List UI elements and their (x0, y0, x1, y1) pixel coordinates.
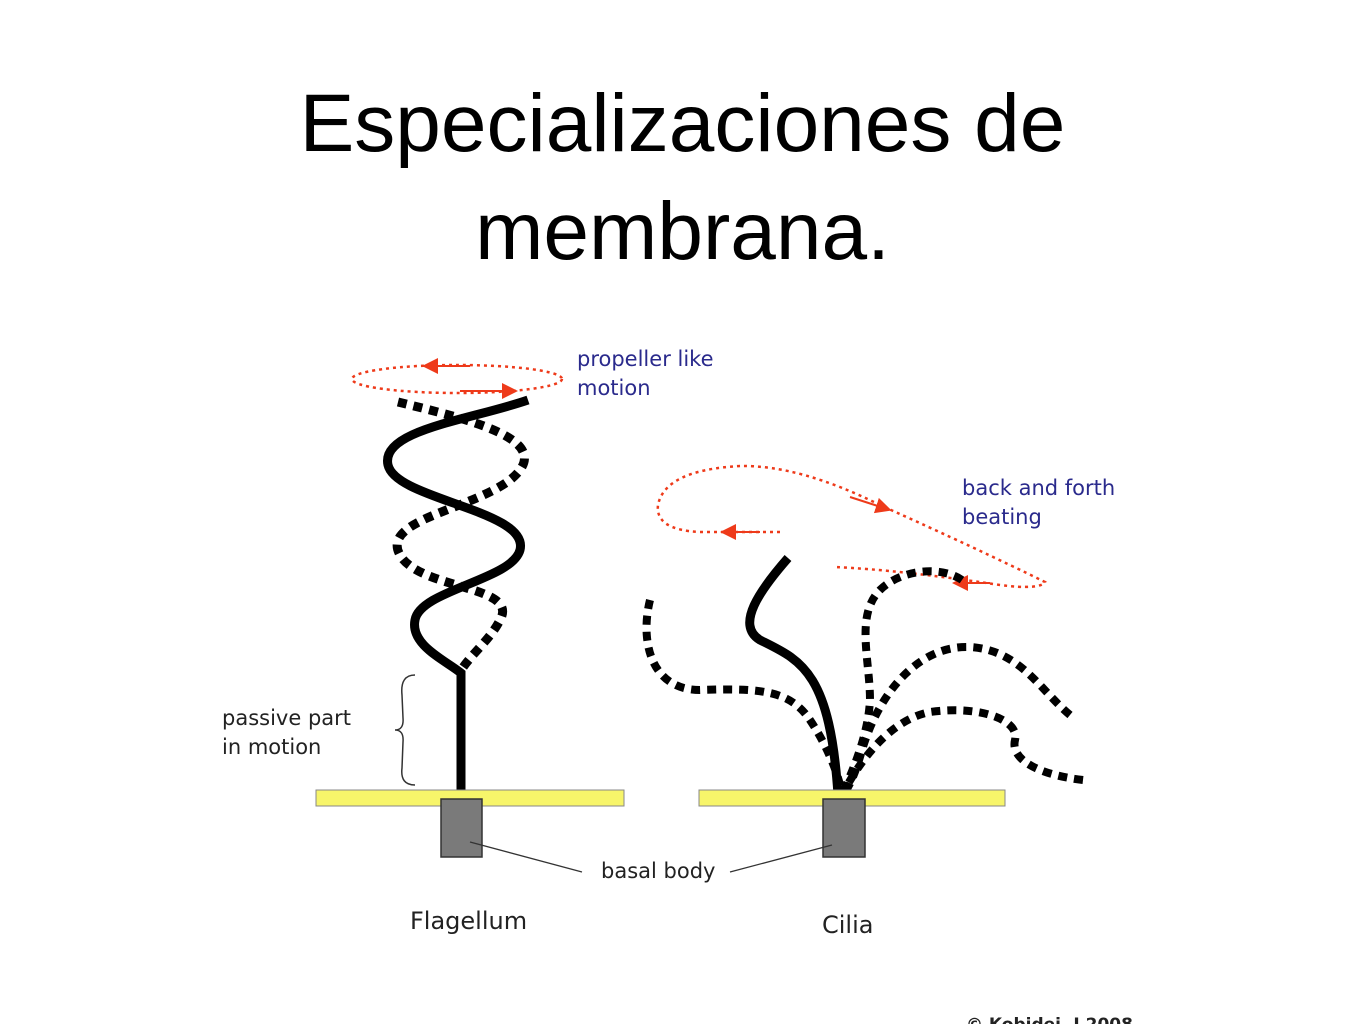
beating-arrow-right (849, 496, 892, 514)
propeller-label-line-2: motion (577, 376, 651, 400)
flagellum-basal-body (440, 798, 483, 858)
flagellum-solid-helix (383, 395, 530, 800)
flagellum-dashed-helix (392, 397, 529, 675)
cilia-label: Cilia (822, 911, 873, 939)
slide-title: Especializaciones de membrana. (0, 70, 1365, 286)
basal-body-label: basal body (601, 859, 715, 883)
beating-label-line-1: back and forth (962, 476, 1115, 500)
cilia-dashed-stroke-3 (839, 642, 1073, 799)
flagellum-label: Flagellum (410, 907, 527, 935)
cilia-dashed-stroke-4 (838, 706, 1084, 797)
title-line-1: Especializaciones de (299, 78, 1066, 169)
cilia-basal-body (822, 798, 866, 858)
basal-body-leader-left (469, 841, 583, 873)
flagellum-group: passive part in motion propeller like mo… (222, 347, 714, 935)
passive-label-line-1: passive part (222, 706, 351, 730)
cilia-dashed-stroke-1 (642, 599, 846, 796)
cilia-group: back and forth beating Cilia (642, 464, 1115, 939)
propeller-label-line-1: propeller like (577, 347, 714, 371)
beating-label-line-2: beating (962, 505, 1042, 529)
cilia-solid-stroke (745, 555, 843, 796)
propeller-motion-ellipse (350, 363, 564, 395)
basal-body-leader-right (729, 844, 833, 873)
copyright-text: © Kobidei, J 2008 (966, 1015, 1133, 1024)
passive-part-brace (394, 674, 416, 786)
title-line-2: membrana. (475, 186, 890, 277)
passive-label-line-2: in motion (222, 735, 321, 759)
